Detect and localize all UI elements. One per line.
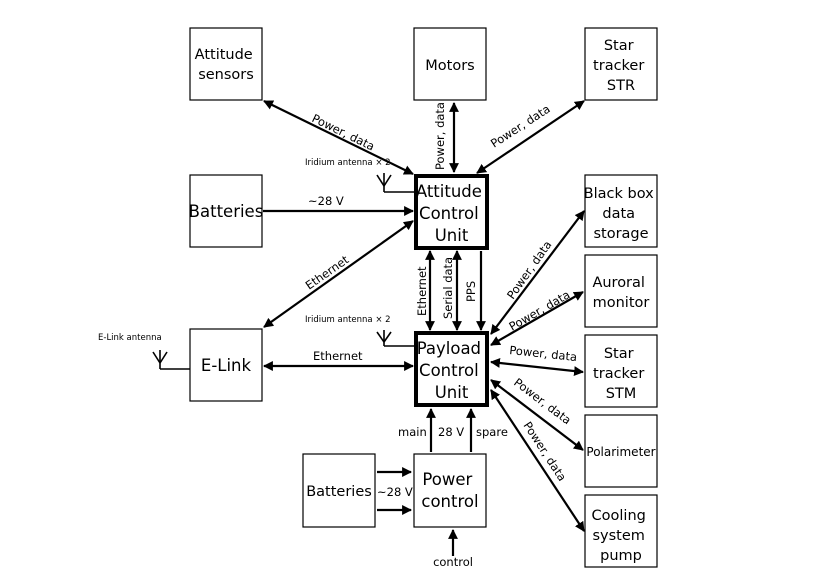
arrow-pcu-auroral (490, 291, 584, 346)
label-main: main (398, 425, 427, 439)
arrow-acu-elink-ethernet (263, 220, 414, 328)
svg-text:Star tracker STM: Star tracker STM (593, 346, 649, 402)
elink-antenna-icon (152, 350, 190, 370)
label-power-data-stm: Power, data (509, 343, 578, 364)
svg-text:Star tracker STR: Star tracker STR (593, 38, 649, 94)
svg-text:Polarimeter: Polarimeter (586, 445, 655, 459)
label-ethernet-elink-pcu: Ethernet (313, 349, 363, 363)
attitude-control-unit-box: Attitude Control Unit (414, 174, 489, 250)
arrow-attitude-sensors-acu (263, 100, 414, 175)
svg-text:Cooling system pum: Cooling system pump (592, 508, 651, 564)
label-28v-batteries: ~28 V (377, 485, 413, 499)
svg-text:Auroral monitor: Auroral monitor (592, 275, 649, 311)
svg-text:Batteries: Batteries (306, 484, 372, 500)
svg-text:Attitude sensors: Attitude sensors (195, 47, 258, 83)
label-power-data-blackbox: Power, data (504, 238, 554, 302)
attitude-sensors-box: Attitude sensors (189, 27, 263, 101)
svg-text:Payload Control Un: Payload Control Unit (417, 339, 487, 402)
label-ethernet-acu-pcu: Ethernet (415, 266, 429, 316)
iridium-antenna-acu-icon (376, 173, 416, 193)
batteries-bottom-box: Batteries (302, 453, 376, 528)
svg-text:Batteries: Batteries (189, 202, 264, 221)
label-pps: PPS (464, 281, 478, 302)
svg-text:Power control: Power control (421, 470, 478, 511)
label-iridium-pcu: Iridium antenna × 2 (305, 315, 391, 325)
arrow-pcu-stm (490, 358, 584, 376)
label-spare: spare (476, 425, 508, 439)
polarimeter-box: Polarimeter (584, 414, 658, 488)
label-ethernet-acu-elink: Ethernet (303, 252, 352, 292)
arrow-pcu-cooling (490, 389, 585, 532)
label-serial-data: Serial data (441, 257, 455, 319)
label-28v-top: ~28 V (308, 194, 344, 208)
elink-box: E-Link (189, 328, 263, 402)
cooling-system-pump-box: Cooling system pump (584, 494, 658, 568)
svg-text:E-Link: E-Link (201, 356, 252, 375)
label-power-data-sensors: Power, data (310, 111, 377, 153)
star-tracker-stm-box: Star tracker STM (584, 334, 658, 408)
star-tracker-str-box: Star tracker STR (584, 27, 658, 101)
motors-box: Motors (413, 27, 487, 101)
label-control: control (433, 555, 473, 569)
label-elink-antenna: E-Link antenna (98, 333, 162, 343)
auroral-monitor-box: Auroral monitor (584, 254, 658, 328)
svg-text:Motors: Motors (425, 58, 474, 74)
label-28v-bottom: 28 V (438, 425, 464, 439)
label-iridium-acu: Iridium antenna × 2 (305, 158, 391, 168)
label-power-data-cooling: Power, data (520, 419, 569, 484)
black-box-data-storage-box: Black box data storage (584, 174, 659, 248)
svg-text:Attitude Control U: Attitude Control Unit (416, 182, 487, 245)
label-power-data-motors: Power, data (433, 102, 447, 170)
batteries-top-box: Batteries (189, 174, 264, 248)
svg-text:Black box data sto: Black box data storage (584, 186, 659, 242)
power-control-box: Power control (413, 453, 487, 528)
arrow-str-acu (476, 100, 585, 174)
iridium-antenna-pcu-icon (376, 330, 416, 347)
payload-control-unit-box: Payload Control Unit (414, 331, 489, 407)
